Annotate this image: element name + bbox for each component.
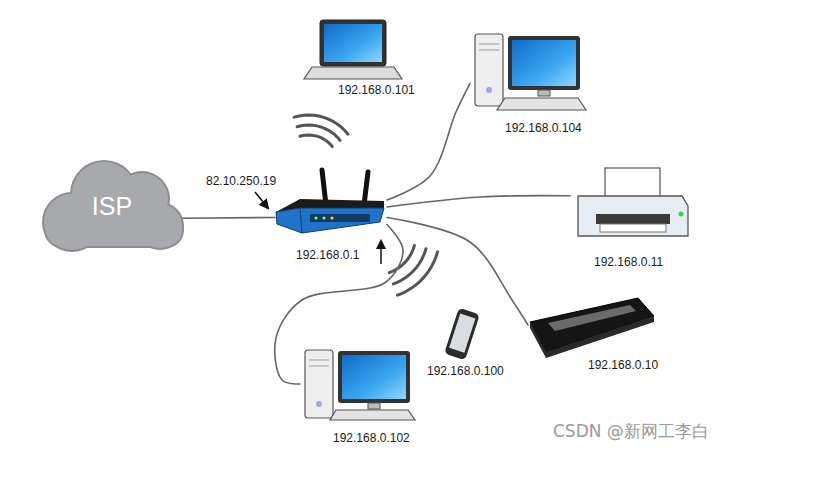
ip-address: 192.168.0.100 [427,364,504,378]
router: 82.10.250.19192.168.0.1 [275,165,387,235]
desktop-icon [305,350,415,420]
ip-address: 192.168.0.101 [338,83,415,97]
ip-address: 192.168.0.1 [296,248,359,262]
phone-icon [444,308,480,360]
network-cable [182,217,275,219]
node-title: ISP [92,192,132,220]
desktop-icon [475,34,586,110]
ip-address: 192.168.0.10 [588,358,658,372]
laptop: 192.168.0.101 [305,18,405,82]
phone: 192.168.0.100 [444,308,480,362]
desktop: 192.168.0.102 [300,345,418,423]
network-cable [387,83,470,200]
printer: 192.168.0.11 [570,163,692,245]
router-icon [276,170,384,233]
ip-address: 192.168.0.11 [594,255,663,269]
network-cable [387,218,528,326]
game-console-icon [530,298,654,358]
game-console: 192.168.0.10 [528,295,656,355]
printer-icon [578,168,688,236]
ip-address: 82.10.250.19 [206,174,276,188]
watermark: CSDN @新网工李白 [553,420,709,443]
desktop: 192.168.0.104 [470,30,588,112]
laptop-icon [304,20,402,79]
ip-address: 192.168.0.102 [333,431,410,445]
wan-pointer [255,192,268,208]
lan-pointer [380,241,382,264]
network-cable [387,196,570,207]
isp-cloud: ISP [42,163,182,248]
ip-address: 192.168.0.104 [505,121,582,135]
wireless-link [294,115,348,147]
isp-cloud [42,160,184,252]
